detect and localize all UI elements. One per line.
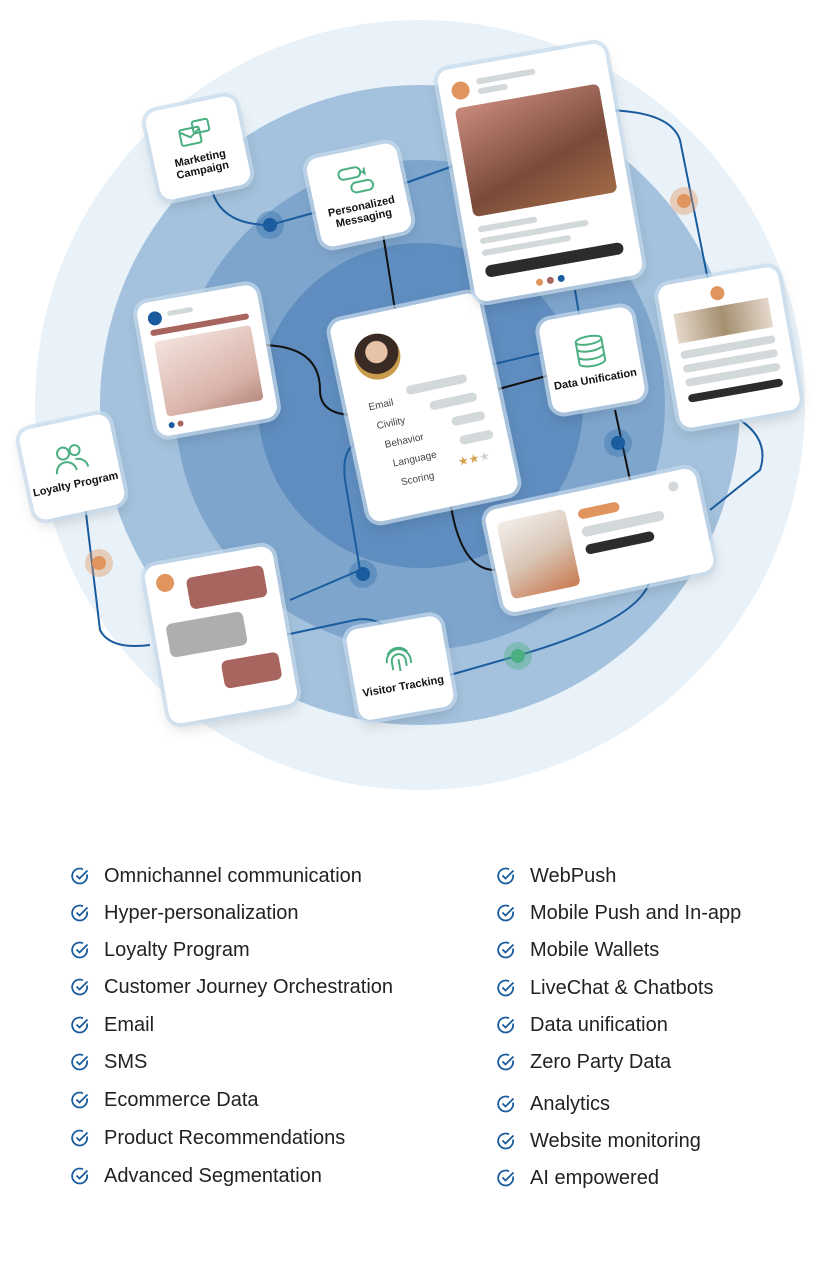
- content-card: [656, 265, 802, 430]
- check-circle-icon: [497, 941, 515, 959]
- envelope-icon: [178, 117, 211, 147]
- node-label: Marketing Campaign: [173, 147, 231, 182]
- feature-label: Zero Party Data: [530, 1050, 672, 1073]
- star-rating: ★★★: [456, 448, 492, 469]
- feature-label: Hyper-personalization: [104, 901, 299, 924]
- check-circle-icon: [71, 904, 89, 922]
- check-circle-icon: [497, 1053, 515, 1071]
- chat-bubble: [220, 651, 283, 690]
- check-circle-icon: [497, 1095, 515, 1113]
- field-label: Email: [367, 397, 395, 414]
- chat-card: [143, 544, 299, 726]
- feature-label: Mobile Wallets: [530, 938, 660, 961]
- feature-label: LiveChat & Chatbots: [530, 976, 714, 999]
- chat-bubble: [185, 564, 268, 610]
- product-image-card: [135, 283, 279, 438]
- check-circle-icon: [71, 941, 89, 959]
- check-circle-icon: [71, 1016, 89, 1034]
- check-circle-icon: [497, 1169, 515, 1187]
- node-label: Loyalty Program: [32, 469, 120, 500]
- database-icon: [574, 334, 607, 368]
- feature-label: Website monitoring: [530, 1129, 701, 1152]
- feature-label: AI empowered: [530, 1166, 659, 1189]
- loyalty-program-node: Loyalty Program: [17, 412, 127, 522]
- serum-image: [496, 508, 581, 600]
- feature-label: Mobile Push and In-app: [530, 901, 742, 924]
- node-label: Visitor Tracking: [361, 673, 445, 700]
- check-circle-icon: [497, 904, 515, 922]
- connector-dot: [604, 429, 632, 457]
- check-circle-icon: [71, 1167, 89, 1185]
- connector-dot: [85, 549, 113, 577]
- message-sync-icon: [337, 166, 375, 194]
- fingerprint-icon: [385, 646, 413, 672]
- check-circle-icon: [71, 867, 89, 885]
- node-label: Data Unification: [553, 366, 638, 393]
- personalized-messaging-node: Personalized Messaging: [304, 141, 414, 249]
- check-circle-icon: [497, 867, 515, 885]
- feature-label: WebPush: [530, 864, 617, 887]
- check-circle-icon: [71, 1091, 89, 1109]
- check-circle-icon: [497, 979, 515, 997]
- check-circle-icon: [71, 1129, 89, 1147]
- feature-label: Customer Journey Orchestration: [104, 975, 394, 998]
- data-unification-node: Data Unification: [537, 305, 647, 415]
- users-icon: [55, 444, 90, 475]
- feature-label: Loyalty Program: [104, 938, 250, 961]
- connector-dot: [349, 560, 377, 588]
- node-label: Personalized Messaging: [327, 193, 396, 231]
- connector-dot: [256, 211, 284, 239]
- feature-label: Email: [104, 1013, 155, 1036]
- cosmetics-image: [153, 324, 264, 417]
- feature-label: Data unification: [530, 1013, 668, 1036]
- check-circle-icon: [497, 1132, 515, 1150]
- feature-label: Analytics: [530, 1092, 611, 1115]
- omnichannel-diagram: Marketing Campaign Personalized Messagin…: [17, 20, 805, 790]
- feature-label: Advanced Segmentation: [104, 1164, 322, 1187]
- product-image: [454, 83, 618, 218]
- feature-label: Product Recommendations: [104, 1126, 346, 1149]
- check-circle-icon: [71, 1053, 89, 1071]
- check-circle-icon: [497, 1016, 515, 1034]
- field-label: Language: [391, 449, 438, 470]
- marketing-campaign-node: Marketing Campaign: [143, 94, 253, 202]
- avatar: [350, 329, 405, 384]
- chat-bubble: [165, 610, 249, 658]
- connector-dot: [504, 642, 532, 670]
- feature-label: Ecommerce Data: [104, 1088, 259, 1111]
- field-label: Scoring: [400, 470, 436, 489]
- field-label: Civility: [375, 415, 407, 433]
- check-circle-icon: [71, 978, 89, 996]
- field-label: Behavior: [383, 431, 425, 451]
- feature-label: Omnichannel communication: [104, 864, 362, 887]
- connector-dot: [670, 187, 698, 215]
- feature-label: SMS: [104, 1050, 148, 1073]
- visitor-tracking-node: Visitor Tracking: [344, 614, 456, 722]
